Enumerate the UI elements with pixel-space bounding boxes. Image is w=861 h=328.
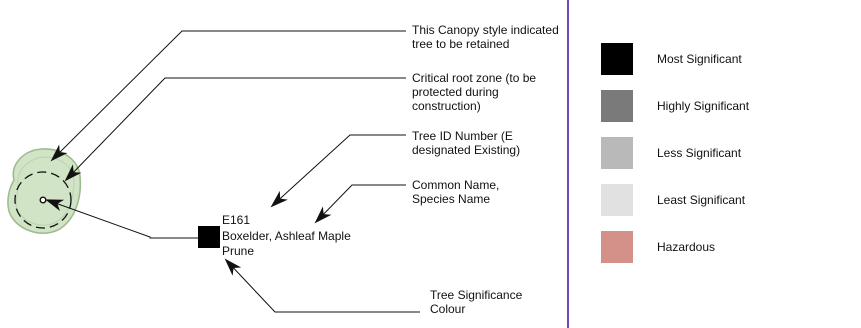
legend-item-hazardous: Hazardous (601, 231, 841, 263)
legend-swatch (601, 90, 633, 122)
tree-action-label: Prune (222, 244, 255, 258)
legend-label: Less Significant (657, 146, 742, 160)
legend-item-most-significant: Most Significant (601, 43, 841, 75)
significance-leader-line (224, 258, 420, 313)
legend-item-least-significant: Least Significant (601, 184, 841, 216)
legend-swatch (601, 184, 633, 216)
legend-item-less-significant: Less Significant (601, 137, 841, 169)
tree-significance-marker (198, 226, 220, 248)
legend-swatch (601, 43, 633, 75)
critical-root-zone-circle (14, 171, 72, 229)
legend-label: Highly Significant (657, 99, 750, 113)
root-zone-leader-line (64, 77, 406, 182)
legend-swatch (601, 231, 633, 263)
legend-label: Most Significant (657, 52, 742, 66)
names-annotation: Common Name, Species Name (412, 178, 500, 206)
tree-common-name-label: Boxelder, Ashleaf Maple (222, 229, 351, 243)
canopy-annotation: This Canopy style indicated tree to be r… (412, 23, 559, 51)
root-zone-annotation: Critical root zone (to be protected duri… (412, 71, 537, 113)
canopy-symbol (7, 148, 82, 234)
legend-swatch (601, 137, 633, 169)
legend-label: Hazardous (657, 240, 716, 254)
species-leader-line (314, 184, 406, 224)
legend-item-highly-significant: Highly Significant (601, 90, 841, 122)
tree-id-annotation: Tree ID Number (E designated Existing) (412, 129, 521, 157)
legend-label: Least Significant (657, 193, 746, 207)
canopy-leader-line (50, 30, 406, 162)
canopy-outline (7, 148, 82, 234)
trunk-to-marker-line (45, 199, 198, 239)
tree-trunk-point (39, 196, 47, 204)
tree-id-leader-line (270, 134, 406, 208)
canopy-inner-outline (15, 156, 75, 226)
legend-divider (567, 0, 569, 328)
significance-annotation: Tree Significance Colour (430, 288, 523, 316)
tree-id-label: E161 (222, 213, 251, 227)
